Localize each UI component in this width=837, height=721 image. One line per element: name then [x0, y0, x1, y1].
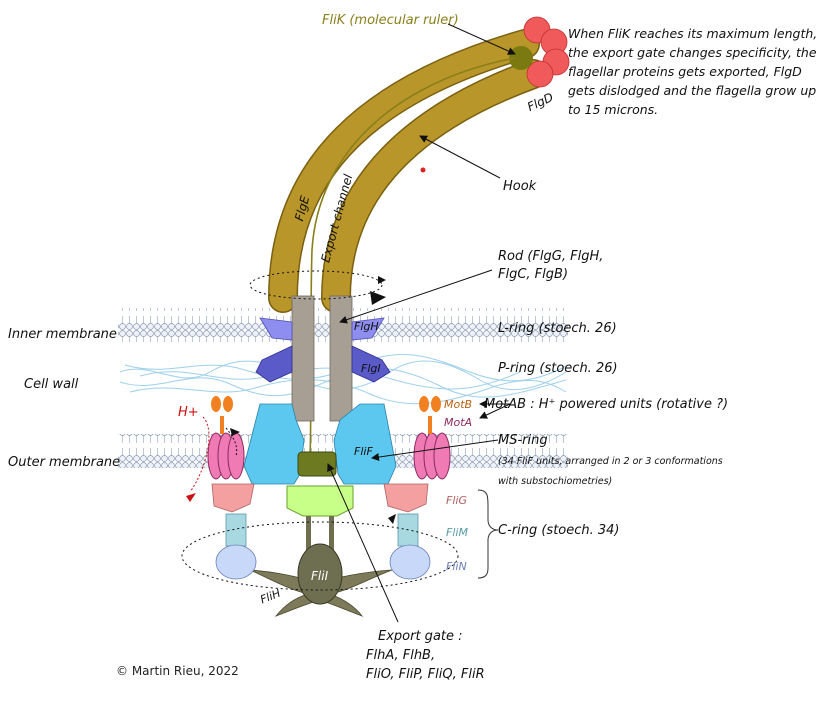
rod-right	[329, 295, 353, 422]
mota-label: MotA	[444, 416, 473, 429]
export-gate	[297, 451, 337, 477]
proton-path	[189, 416, 210, 493]
rod-left	[291, 295, 315, 422]
rotation-ellipse-top	[249, 270, 383, 300]
pointer-hook	[419, 135, 501, 179]
flim-label: FliM	[446, 526, 468, 539]
p-ring-flgi	[255, 345, 391, 383]
flik-label: FliK (molecular ruler)	[322, 13, 459, 28]
copyright: © Martin Rieu, 2022	[116, 664, 239, 678]
flgi-label: FlgI	[361, 362, 381, 375]
flgh-label: FlgH	[354, 320, 379, 333]
rod-label-line1: Rod (FlgG, FlgH,	[498, 249, 604, 264]
export-gate-label-1: Export gate :	[378, 629, 463, 644]
red-dot	[420, 167, 426, 173]
motab-right	[413, 396, 451, 480]
flin-label: FliN	[446, 560, 467, 573]
flii-atpase	[297, 543, 343, 605]
hook-label: Hook	[503, 179, 537, 194]
flif-label: FliF	[354, 445, 373, 458]
l-ring-label: L-ring (stoech. 26)	[498, 321, 617, 336]
pointer-rod	[339, 269, 493, 324]
rod-label-line2: FlgC, FlgB)	[498, 267, 569, 282]
rotation-arrowhead	[370, 291, 386, 305]
flgd-cap	[523, 16, 570, 88]
motb-label: MotB	[444, 398, 473, 411]
maximum-length-note: When FliK reaches its maximum length, th…	[568, 26, 818, 117]
inner-membrane-label: Inner membrane	[8, 327, 117, 342]
flii-label: FliI	[311, 569, 329, 583]
outer-membrane-label: Outer membrane	[8, 455, 121, 470]
c-ring-left	[211, 483, 257, 580]
flig-label: FliG	[446, 494, 467, 507]
p-ring-label: P-ring (stoech. 26)	[498, 361, 618, 376]
rotation-ellipse-bottom	[181, 521, 459, 591]
pointer-flik	[447, 23, 516, 55]
cell-wall-label: Cell wall	[24, 377, 79, 392]
ms-ring-detail-2: with substochiometries)	[498, 476, 613, 487]
c-ring-brace	[477, 489, 499, 579]
pointer-export-gate	[327, 463, 399, 623]
pointer-mota	[479, 403, 511, 419]
ms-ring-detail-1: (34 FliF units, arranged in 2 or 3 confo…	[498, 456, 723, 467]
l-ring-flgh	[259, 317, 385, 341]
pointer-ms-ring	[371, 439, 499, 461]
hplus-label: H+	[178, 405, 199, 420]
export-gate-label-2: FlhA, FlhB,	[366, 648, 436, 663]
export-apparatus	[286, 485, 354, 517]
export-gate-label-3: FliO, FliP, FliQ, FliR	[366, 667, 485, 682]
ms-ring-label: MS-ring	[498, 433, 548, 448]
motab-label: MotAB : H⁺ powered units (rotative ?)	[484, 397, 729, 412]
motab-left	[207, 396, 245, 480]
c-ring-right	[383, 483, 431, 580]
c-ring-label: C-ring (stoech. 34)	[498, 523, 620, 538]
